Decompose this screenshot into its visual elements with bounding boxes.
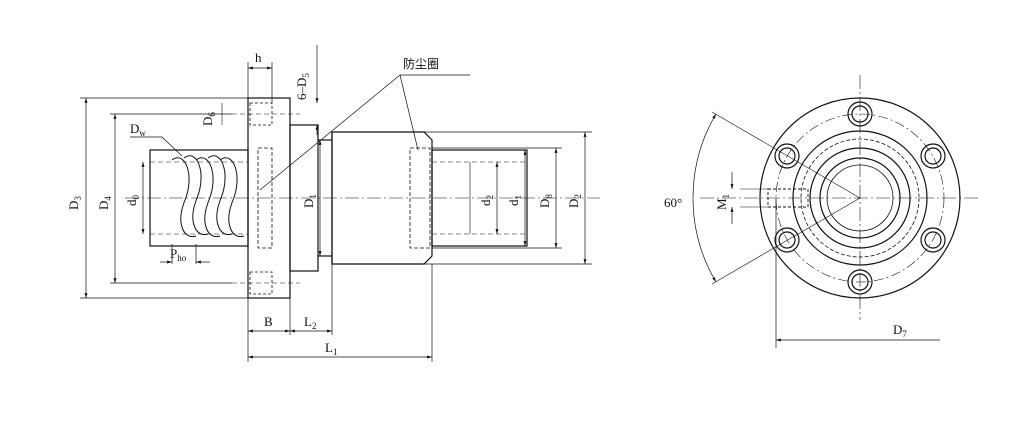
front-view bbox=[692, 75, 980, 348]
label-d4: D4 bbox=[96, 196, 113, 210]
label-d1: d1 bbox=[506, 195, 523, 206]
side-view bbox=[125, 97, 600, 299]
label-d0: d0 bbox=[124, 195, 141, 207]
label-d8: D8 bbox=[537, 194, 554, 208]
flange-outline bbox=[759, 97, 961, 299]
label-l2: L2 bbox=[304, 314, 316, 331]
label-b: B bbox=[264, 314, 273, 329]
label-6-d5: 6–D5 bbox=[294, 73, 311, 100]
label-d7: D7 bbox=[893, 322, 907, 339]
label-dust-seal: 防尘圈 bbox=[403, 56, 439, 71]
label-angle: 60° bbox=[664, 195, 682, 210]
nut-neck bbox=[289, 124, 319, 272]
label-h: h bbox=[255, 50, 262, 65]
angle-arc bbox=[692, 113, 717, 283]
side-dimensions bbox=[80, 45, 592, 362]
label-dw: Dw bbox=[130, 121, 146, 138]
label-d3: D3 bbox=[66, 196, 83, 210]
thread-helix bbox=[171, 155, 245, 238]
label-d2: d2 bbox=[478, 195, 495, 206]
screw-shaft-right bbox=[431, 149, 528, 247]
dust-seal-hidden bbox=[409, 147, 431, 249]
label-m1: M1 bbox=[714, 194, 731, 210]
bolt-holes bbox=[774, 101, 946, 295]
labels: h 6–D5 防尘圈 D6 Dw D3 D4 d0 D1 d2 d1 D8 D2… bbox=[66, 50, 907, 357]
bolt-circle bbox=[775, 113, 945, 283]
oil-hole bbox=[767, 188, 809, 208]
label-pho: Pho bbox=[170, 246, 187, 263]
label-l1: L1 bbox=[325, 340, 337, 357]
label-d6: D6 bbox=[200, 112, 217, 126]
label-D2: D2 bbox=[566, 194, 583, 208]
label-D1: D1 bbox=[301, 194, 318, 208]
